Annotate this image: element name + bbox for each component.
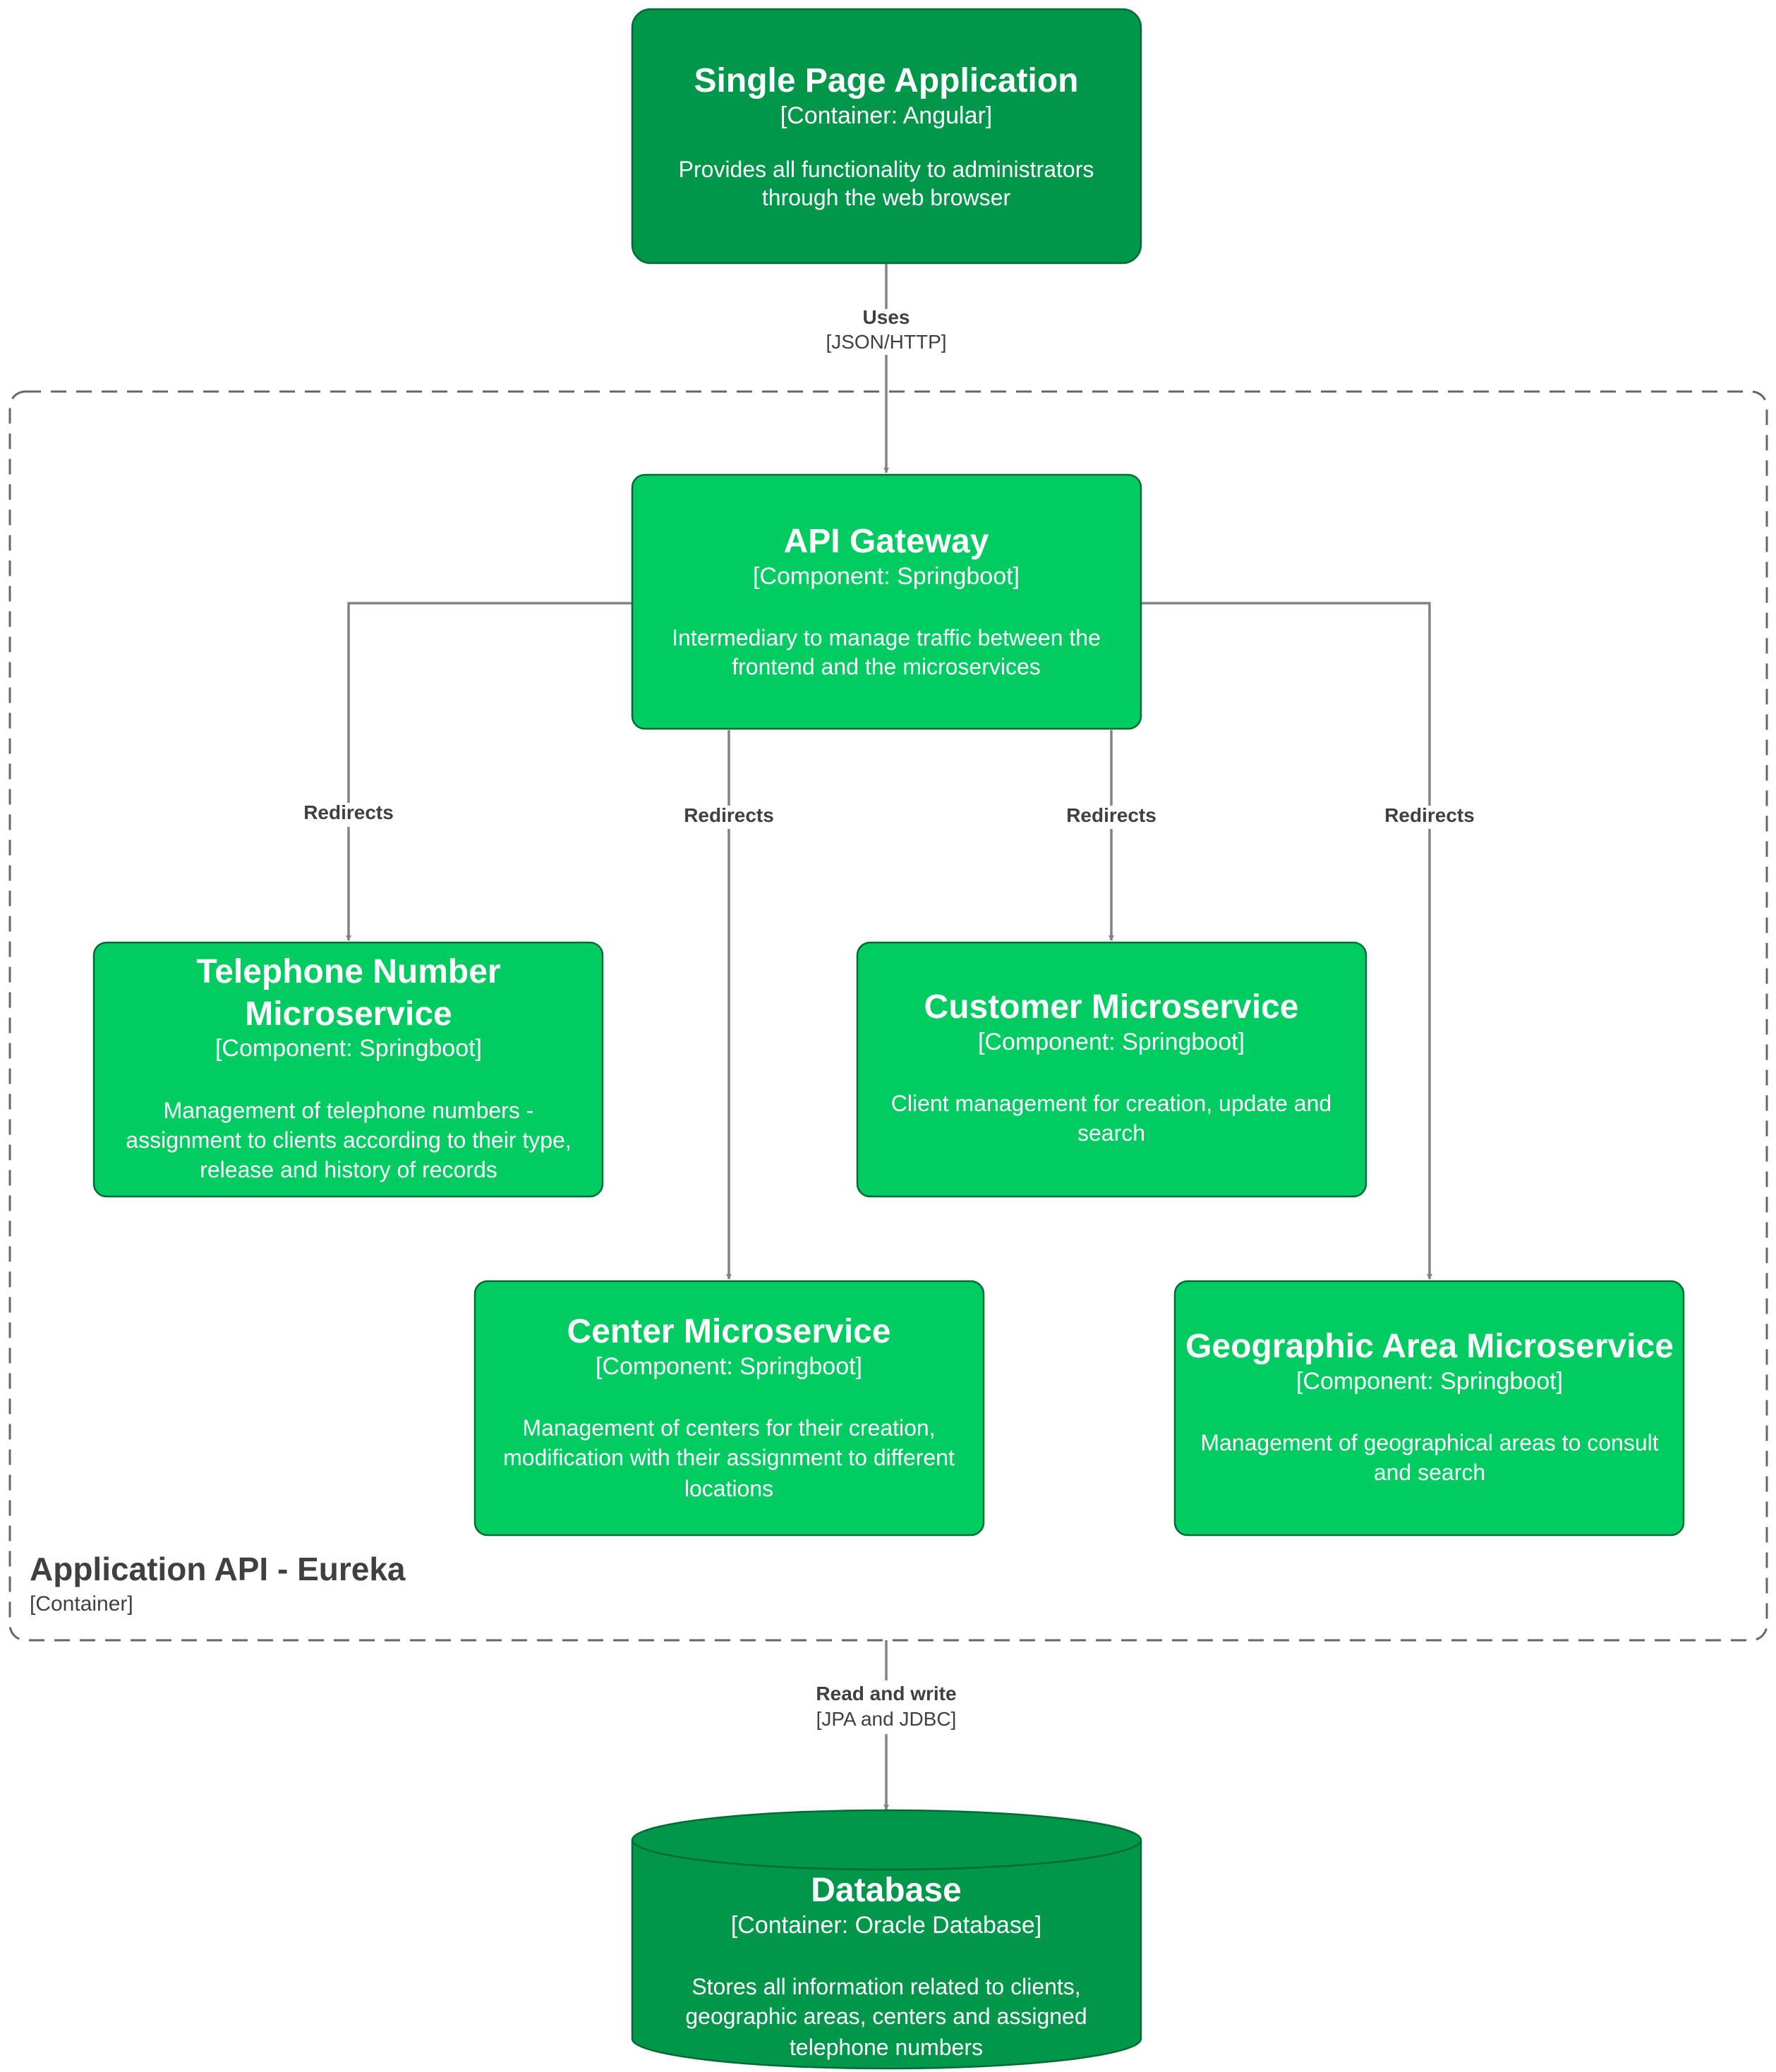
telephone-title-line: Microservice: [245, 995, 452, 1033]
geographic-area-microservice-node: Geographic Area Microservice [Component:…: [1173, 1280, 1685, 1537]
center-desc-line: locations: [684, 1476, 773, 1501]
customer-title: Customer Microservice: [924, 988, 1299, 1026]
database-desc-line: geographic areas, centers and assigned: [685, 2004, 1087, 2029]
center-title: Center Microservice: [567, 1313, 891, 1350]
redirect-geo-label: Redirects: [1384, 804, 1475, 826]
telephone-title-line: Telephone Number: [196, 953, 500, 990]
database-desc-line: telephone numbers: [790, 2035, 983, 2060]
redirect-geo-arrow: [1141, 602, 1430, 1279]
telephone-microservice-node: Telephone Number Microservice [Component…: [92, 941, 604, 1198]
spa-title: Single Page Application: [694, 62, 1079, 99]
customer-tech: [Component: Springboot]: [978, 1029, 1245, 1055]
telephone-desc-line: assignment to clients according to their…: [126, 1127, 571, 1153]
geo-tech: [Component: Springboot]: [1296, 1368, 1563, 1395]
redirect-customer-label: Redirects: [1066, 804, 1156, 826]
database-desc-line: Stores all information related to client…: [691, 1974, 1080, 1999]
spa-desc-line: Provides all functionality to administra…: [679, 157, 1094, 182]
center-tech: [Component: Springboot]: [596, 1353, 862, 1380]
customer-desc-line: Client management for creation, update a…: [891, 1091, 1331, 1116]
gateway-tech: [Component: Springboot]: [753, 563, 1020, 590]
customer-microservice-node: Customer Microservice [Component: Spring…: [856, 941, 1367, 1198]
redirect-telephone-label: Redirects: [303, 801, 394, 823]
gateway-desc-line: Intermediary to manage traffic between t…: [672, 625, 1101, 650]
telephone-desc-line: Management of telephone numbers -: [164, 1098, 534, 1123]
database-tech: [Container: Oracle Database]: [731, 1912, 1041, 1939]
uses-label: Uses: [863, 306, 910, 328]
center-desc-line: modification with their assignment to di…: [503, 1445, 955, 1470]
center-desc-line: Management of centers for their creation…: [522, 1415, 935, 1441]
api-gateway-node: API Gateway [Component: Springboot] Inte…: [631, 473, 1142, 730]
redirect-center-label: Redirects: [684, 804, 774, 826]
readwrite-label: Read and write: [816, 1683, 956, 1704]
gateway-title: API Gateway: [784, 523, 989, 560]
readwrite-tech: [JPA and JDBC]: [816, 1708, 957, 1730]
boundary-title: Application API - Eureka: [30, 1551, 406, 1587]
spa-node: Single Page Application [Container: Angu…: [631, 8, 1142, 265]
spa-tech: [Container: Angular]: [780, 102, 993, 129]
geo-desc-line: Management of geographical areas to cons…: [1200, 1430, 1658, 1455]
redirect-telephone-arrow: [349, 602, 632, 940]
geo-title: Geographic Area Microservice: [1185, 1328, 1674, 1365]
customer-desc-line: search: [1077, 1120, 1145, 1146]
boundary-type: [Container]: [30, 1592, 133, 1616]
connectors: [349, 263, 1430, 1810]
center-microservice-node: Center Microservice [Component: Springbo…: [473, 1280, 985, 1537]
geo-desc-line: and search: [1374, 1460, 1485, 1485]
uses-tech: [JSON/HTTP]: [826, 331, 946, 353]
telephone-desc-line: release and history of records: [200, 1157, 497, 1182]
spa-desc-line: through the web browser: [762, 185, 1011, 210]
database-node: Database [Container: Oracle Database] St…: [631, 1809, 1142, 2070]
gateway-desc-line: frontend and the microservices: [732, 654, 1041, 679]
database-title: Database: [811, 1872, 961, 1909]
telephone-tech: [Component: Springboot]: [215, 1035, 482, 1062]
